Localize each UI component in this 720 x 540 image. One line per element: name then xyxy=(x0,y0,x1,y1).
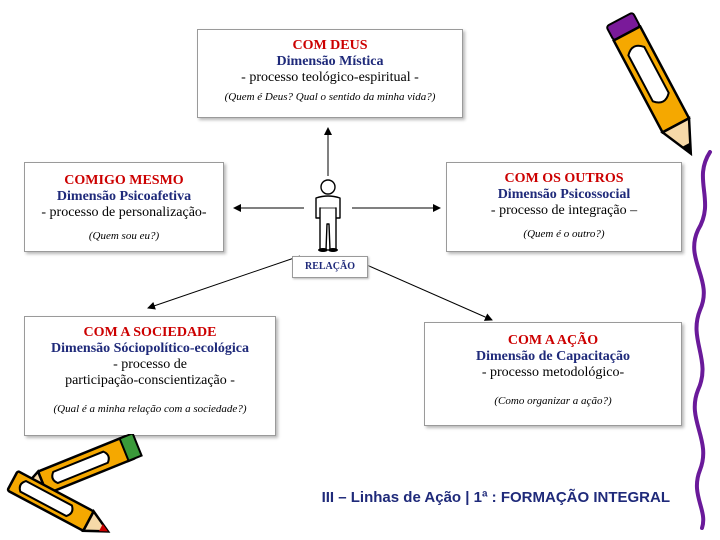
relation-label: RELAÇÃO xyxy=(292,256,368,278)
box-question: (Como organizar a ação?) xyxy=(494,395,612,407)
box-com-deus: COM DEUS Dimensão Mística - processo teo… xyxy=(197,29,463,118)
box-title: COM A AÇÃO xyxy=(507,333,599,348)
box-question: (Quem é Deus? Qual o sentido da minha vi… xyxy=(224,91,436,103)
person-figure-icon xyxy=(315,179,341,252)
box-question: (Quem sou eu?) xyxy=(88,230,160,242)
pencils-bottom-left-icon xyxy=(6,434,143,533)
footer-title: III – Linhas de Ação | 1ª : FORMAÇÃO INT… xyxy=(321,489,670,506)
box-process: - processo de xyxy=(113,357,187,372)
box-process: - processo de personalização- xyxy=(41,205,207,220)
box-com-a-sociedade: COM A SOCIEDADE Dimensão Sóciopolítico-e… xyxy=(24,316,276,436)
box-dimension: Dimensão de Capacitação xyxy=(476,349,630,364)
squiggle-line-icon xyxy=(692,150,712,530)
box-process: - processo metodológico- xyxy=(481,365,625,380)
box-title: COM OS OUTROS xyxy=(504,171,624,186)
box-title: COMIGO MESMO xyxy=(64,173,184,188)
box-process: - processo de integração – xyxy=(490,203,638,218)
box-com-os-outros: COM OS OUTROS Dimensão Psicossocial - pr… xyxy=(446,162,682,252)
box-question: (Quem é o outro?) xyxy=(523,228,605,240)
box-dimension: Dimensão Psicoafetiva xyxy=(56,189,192,204)
box-question: (Qual é a minha relação com a sociedade?… xyxy=(53,403,247,415)
box-process-2: participação-conscientização - xyxy=(65,373,235,388)
box-title: COM A SOCIEDADE xyxy=(83,325,217,340)
pencil-top-right-icon xyxy=(606,12,693,157)
box-dimension: Dimensão Sóciopolítico-ecológica xyxy=(51,341,249,356)
box-com-a-acao: COM A AÇÃO Dimensão de Capacitação - pro… xyxy=(424,322,682,426)
arrow-down-left xyxy=(147,255,301,310)
box-comigo-mesmo: COMIGO MESMO Dimensão Psicoafetiva - pro… xyxy=(24,162,224,252)
box-process: - processo teológico-espiritual - xyxy=(241,70,419,85)
box-dimension: Dimensão Mística xyxy=(276,54,384,69)
box-title: COM DEUS xyxy=(292,38,368,53)
arrow-down-right xyxy=(359,261,493,321)
box-dimension: Dimensão Psicossocial xyxy=(497,187,631,202)
